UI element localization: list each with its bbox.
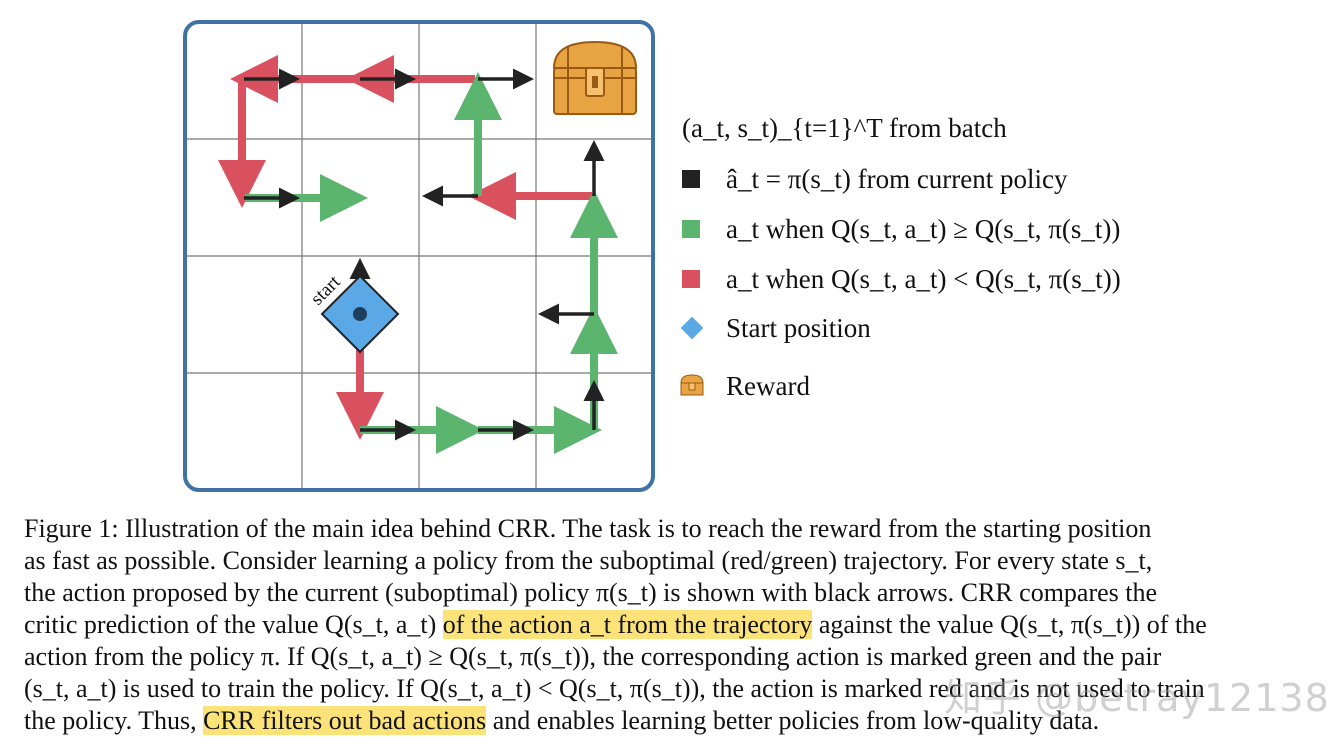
caption-text: and enables learning better policies fro…	[486, 706, 1100, 735]
legend-item-label: Start position	[726, 313, 871, 343]
red-square-icon	[682, 270, 700, 288]
treasure-chest-icon	[552, 40, 638, 115]
gridworld-figure: start	[183, 20, 655, 492]
legend-item-label: a_t when Q(s_t, a_t) < Q(s_t, π(s_t))	[726, 264, 1121, 294]
caption-line: critic prediction of the value Q(s_t, a_…	[24, 609, 1316, 641]
caption-line: (s_t, a_t) is used to train the policy. …	[24, 674, 1205, 703]
treasure-chest-icon	[680, 374, 704, 396]
caption-line: the action proposed by the current (subo…	[24, 578, 1158, 607]
highlight-trajectory-action: of the action a_t from the trajectory	[442, 610, 813, 639]
caption-text: against the value Q(s_t, π(s_t)) of the	[812, 610, 1207, 639]
green-square-icon	[682, 220, 700, 238]
legend-item-label: Reward	[726, 371, 810, 401]
legend-item-label: â_t = π(s_t) from current policy	[726, 164, 1068, 194]
caption-line: action from the policy π. If Q(s_t, a_t)…	[24, 642, 1162, 671]
caption-text: the policy. Thus,	[24, 706, 204, 735]
caption-line: the policy. Thus, CRR filters out bad ac…	[24, 705, 1316, 737]
grid	[183, 20, 655, 492]
caption-text: critic prediction of the value Q(s_t, a_…	[24, 610, 443, 639]
watermark: 知乎 @betray12138	[944, 676, 1330, 720]
legend-item-label: a_t when Q(s_t, a_t) ≥ Q(s_t, π(s_t))	[726, 214, 1121, 244]
highlight-filters: CRR filters out bad actions	[203, 706, 487, 735]
figure-caption: Figure 1: Illustration of the main idea …	[24, 513, 1316, 737]
grid-border	[183, 20, 655, 492]
legend-title-text: (a_t, s_t)_{t=1}^T from batch	[682, 113, 1007, 143]
start-position: start	[307, 271, 400, 354]
caption-line: as fast as possible. Consider learning a…	[24, 546, 1153, 575]
red-actions	[218, 55, 592, 440]
caption-line: Figure 1: Illustration of the main idea …	[24, 514, 1152, 543]
black-square-icon	[682, 170, 700, 188]
start-dot	[353, 307, 367, 321]
